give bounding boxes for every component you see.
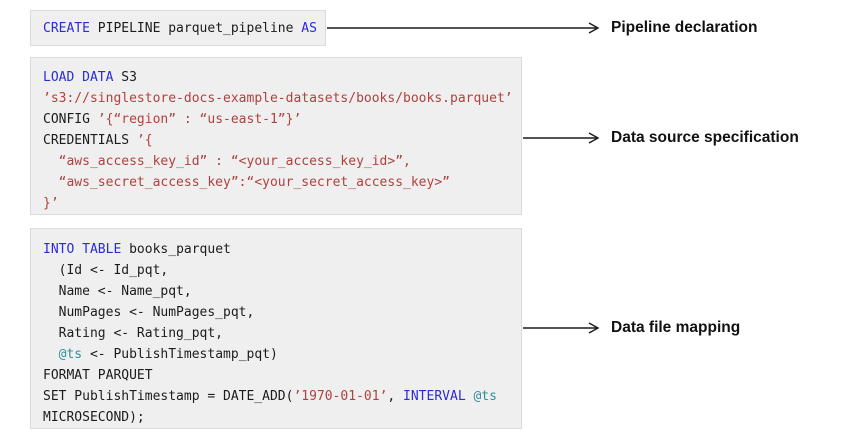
- code-line: FORMAT PARQUET: [43, 365, 509, 386]
- code-token: ’1970-01-01’: [293, 389, 388, 404]
- code-block-pipeline-declaration: CREATE PIPELINE parquet_pipeline AS: [30, 10, 326, 46]
- code-token: books_parquet: [121, 242, 231, 257]
- code-token: “aws_secret_access_key”:“<your_secret_ac…: [43, 175, 450, 190]
- arrow-data-source-specification: [523, 132, 600, 144]
- code-token: Rating <- Rating_pqt,: [43, 326, 224, 341]
- code-token: <- PublishTimestamp_pqt): [82, 347, 278, 362]
- code-token: ’{: [136, 133, 153, 148]
- code-line: “aws_access_key_id” : “<your_access_key_…: [43, 151, 509, 172]
- code-token: ’s3://singlestore-docs-example-datasets/…: [43, 91, 513, 106]
- code-line: Rating <- Rating_pqt,: [43, 323, 509, 344]
- code-token: S3: [113, 70, 137, 85]
- code-token: @ts: [58, 347, 83, 362]
- code-line: LOAD DATA S3: [43, 67, 509, 88]
- code-line: MICROSECOND);: [43, 407, 509, 428]
- code-token: MICROSECOND);: [43, 410, 145, 425]
- code-token: (Id <- Id_pqt,: [43, 263, 169, 278]
- code-line: “aws_secret_access_key”:“<your_secret_ac…: [43, 172, 509, 193]
- code-token: }’: [43, 196, 59, 211]
- code-token: “aws_access_key_id” : “<your_access_key_…: [43, 154, 411, 169]
- code-token: NumPages <- NumPages_pqt,: [43, 305, 255, 320]
- code-line: (Id <- Id_pqt,: [43, 260, 509, 281]
- annotation-data-source-specification: Data source specification: [611, 129, 799, 146]
- code-block-data-file-mapping: INTO TABLE books_parquet (Id <- Id_pqt, …: [30, 228, 522, 429]
- code-line: Name <- Name_pqt,: [43, 281, 509, 302]
- code-token: CREATE: [43, 20, 90, 36]
- code-line: }’: [43, 193, 509, 214]
- code-block-data-source-specification: LOAD DATA S3 ’s3://singlestore-docs-examp…: [30, 57, 522, 215]
- code-token: AS: [301, 20, 317, 36]
- annotation-pipeline-declaration: Pipeline declaration: [611, 19, 758, 36]
- code-token: SET PublishTimestamp = DATE_ADD(: [43, 389, 294, 404]
- arrow-data-file-mapping: [523, 322, 600, 334]
- code-token: CONFIG: [43, 112, 98, 127]
- code-token: ,: [387, 389, 404, 404]
- annotation-data-file-mapping: Data file mapping: [611, 319, 741, 336]
- code-token: ’{“region” : “us-east-1”}’: [97, 112, 302, 127]
- code-line: CREDENTIALS ’{: [43, 130, 509, 151]
- code-token: FORMAT PARQUET: [43, 368, 153, 383]
- code-line: NumPages <- NumPages_pqt,: [43, 302, 509, 323]
- code-token: [43, 347, 59, 362]
- code-line: INTO TABLE books_parquet: [43, 239, 509, 260]
- code-line: CREATE PIPELINE parquet_pipeline AS: [43, 18, 317, 39]
- code-token: INTERVAL: [403, 389, 466, 404]
- code-line: ’s3://singlestore-docs-example-datasets/…: [43, 88, 513, 109]
- code-line: @ts <- PublishTimestamp_pqt): [43, 344, 509, 365]
- code-line: CONFIG ’{“region” : “us-east-1”}’: [43, 109, 509, 130]
- code-token: CREDENTIALS: [43, 133, 137, 148]
- code-line: SET PublishTimestamp = DATE_ADD(’1970-01…: [43, 386, 509, 407]
- code-token: @ts: [473, 389, 497, 404]
- code-token: Name <- Name_pqt,: [43, 284, 192, 299]
- code-token: LOAD DATA: [43, 70, 114, 85]
- code-token: INTO TABLE: [43, 242, 122, 257]
- arrow-pipeline-declaration: [327, 22, 600, 34]
- code-token: PIPELINE parquet_pipeline: [89, 20, 302, 36]
